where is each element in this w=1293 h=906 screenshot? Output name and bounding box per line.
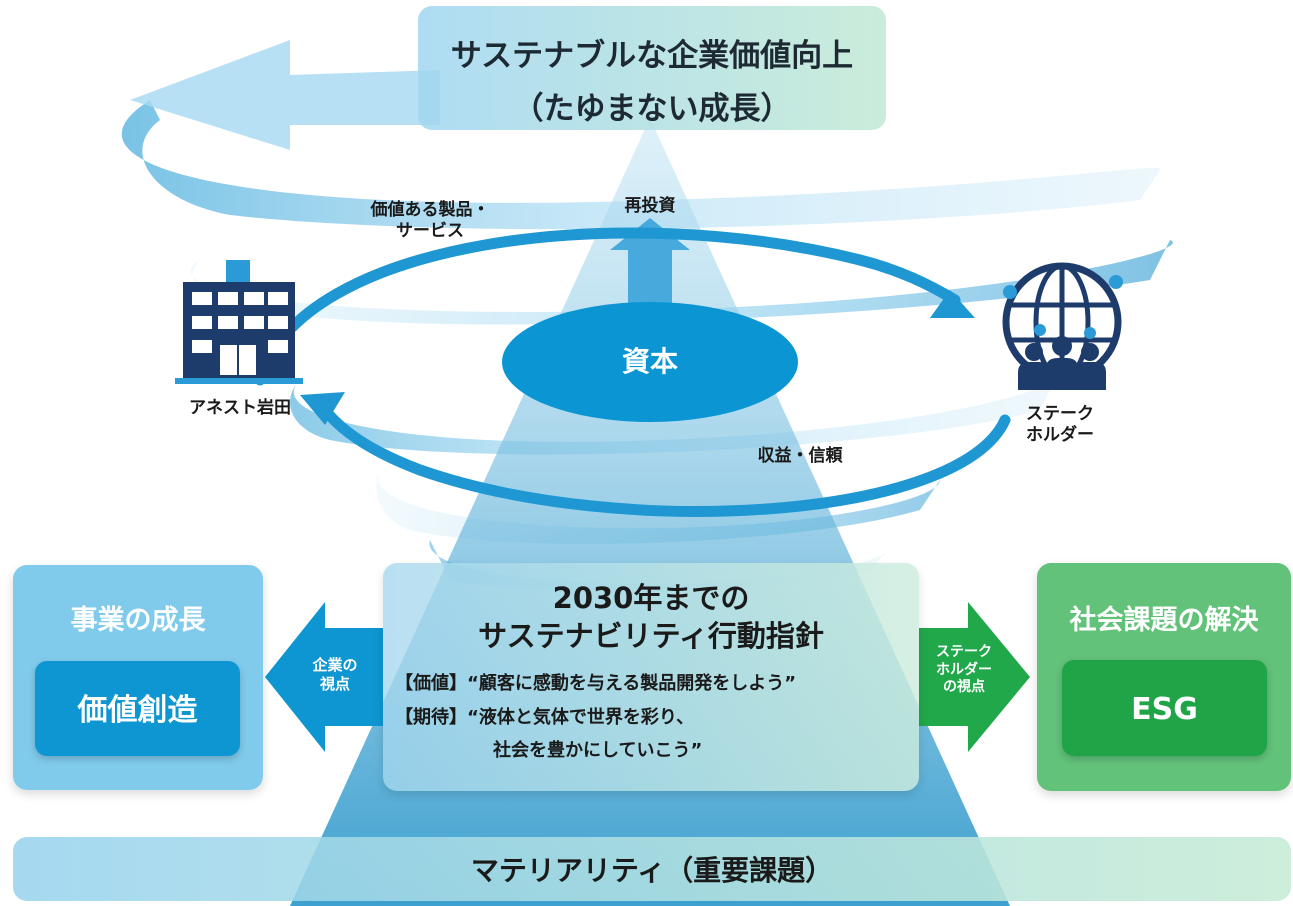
stakeholder-viewpoint-arrow	[919, 602, 1030, 752]
spiral-arrowhead	[130, 40, 440, 150]
goal-title-line1: サステナブルな企業価値向上	[450, 38, 854, 74]
esg-box	[1062, 660, 1267, 756]
globe-people-icon	[1002, 262, 1123, 390]
guideline-expectation-line2: 社会を豊かにしていこう”	[493, 740, 703, 761]
spiral-band	[121, 100, 1161, 230]
company-label: アネスト岩田	[189, 398, 291, 418]
reinvest-label: 再投資	[624, 196, 676, 216]
value-creation-box	[35, 661, 240, 756]
value-creation-label: 価値創造	[77, 693, 198, 728]
reinvest-arrow	[610, 218, 690, 330]
business-viewpoint-arrow	[265, 602, 383, 752]
office-building-icon	[175, 260, 303, 384]
guideline-expectation-line1: 【期待】“液体と気体で世界を彩り、	[395, 707, 695, 728]
materiality-bar	[13, 837, 1291, 901]
return-arrow	[319, 404, 1011, 517]
esg-label: ESG	[1131, 692, 1198, 727]
capital-label: 資本	[621, 345, 678, 378]
action-guideline-box	[383, 563, 919, 791]
guideline-title-line1: 2030年までの	[552, 581, 750, 615]
stakeholder-viewpoint-label: ステーク ホルダー の視点	[936, 644, 992, 695]
returns-label: 収益・信頼	[757, 446, 843, 466]
goal-title-line2: （たゆまない成長）	[512, 91, 792, 127]
materiality-title: マテリアリティ（重要課題）	[470, 854, 834, 887]
guideline-title-line2: サステナビリティ行動指針	[478, 619, 824, 653]
offer-label: 価値ある製品・ サービス	[370, 200, 490, 242]
offer-arrow	[254, 227, 961, 386]
business-growth-title: 事業の成長	[70, 605, 206, 636]
offer-arrowhead	[930, 290, 975, 318]
stakeholder-label: ステーク ホルダー	[1026, 404, 1094, 446]
return-arrowhead	[300, 392, 345, 425]
spiral-band	[190, 240, 1173, 325]
goal-box: サステナブルな企業価値向上 （たゆまない成長）	[418, 6, 886, 130]
capital-ellipse	[502, 302, 798, 422]
business-viewpoint-label: 企業の 視点	[312, 656, 358, 693]
guideline-value-line: 【価値】“顧客に感動を与える製品開発をしよう”	[395, 673, 797, 694]
social-issues-title: 社会課題の解決	[1069, 605, 1259, 636]
spiral-band	[290, 370, 1061, 455]
